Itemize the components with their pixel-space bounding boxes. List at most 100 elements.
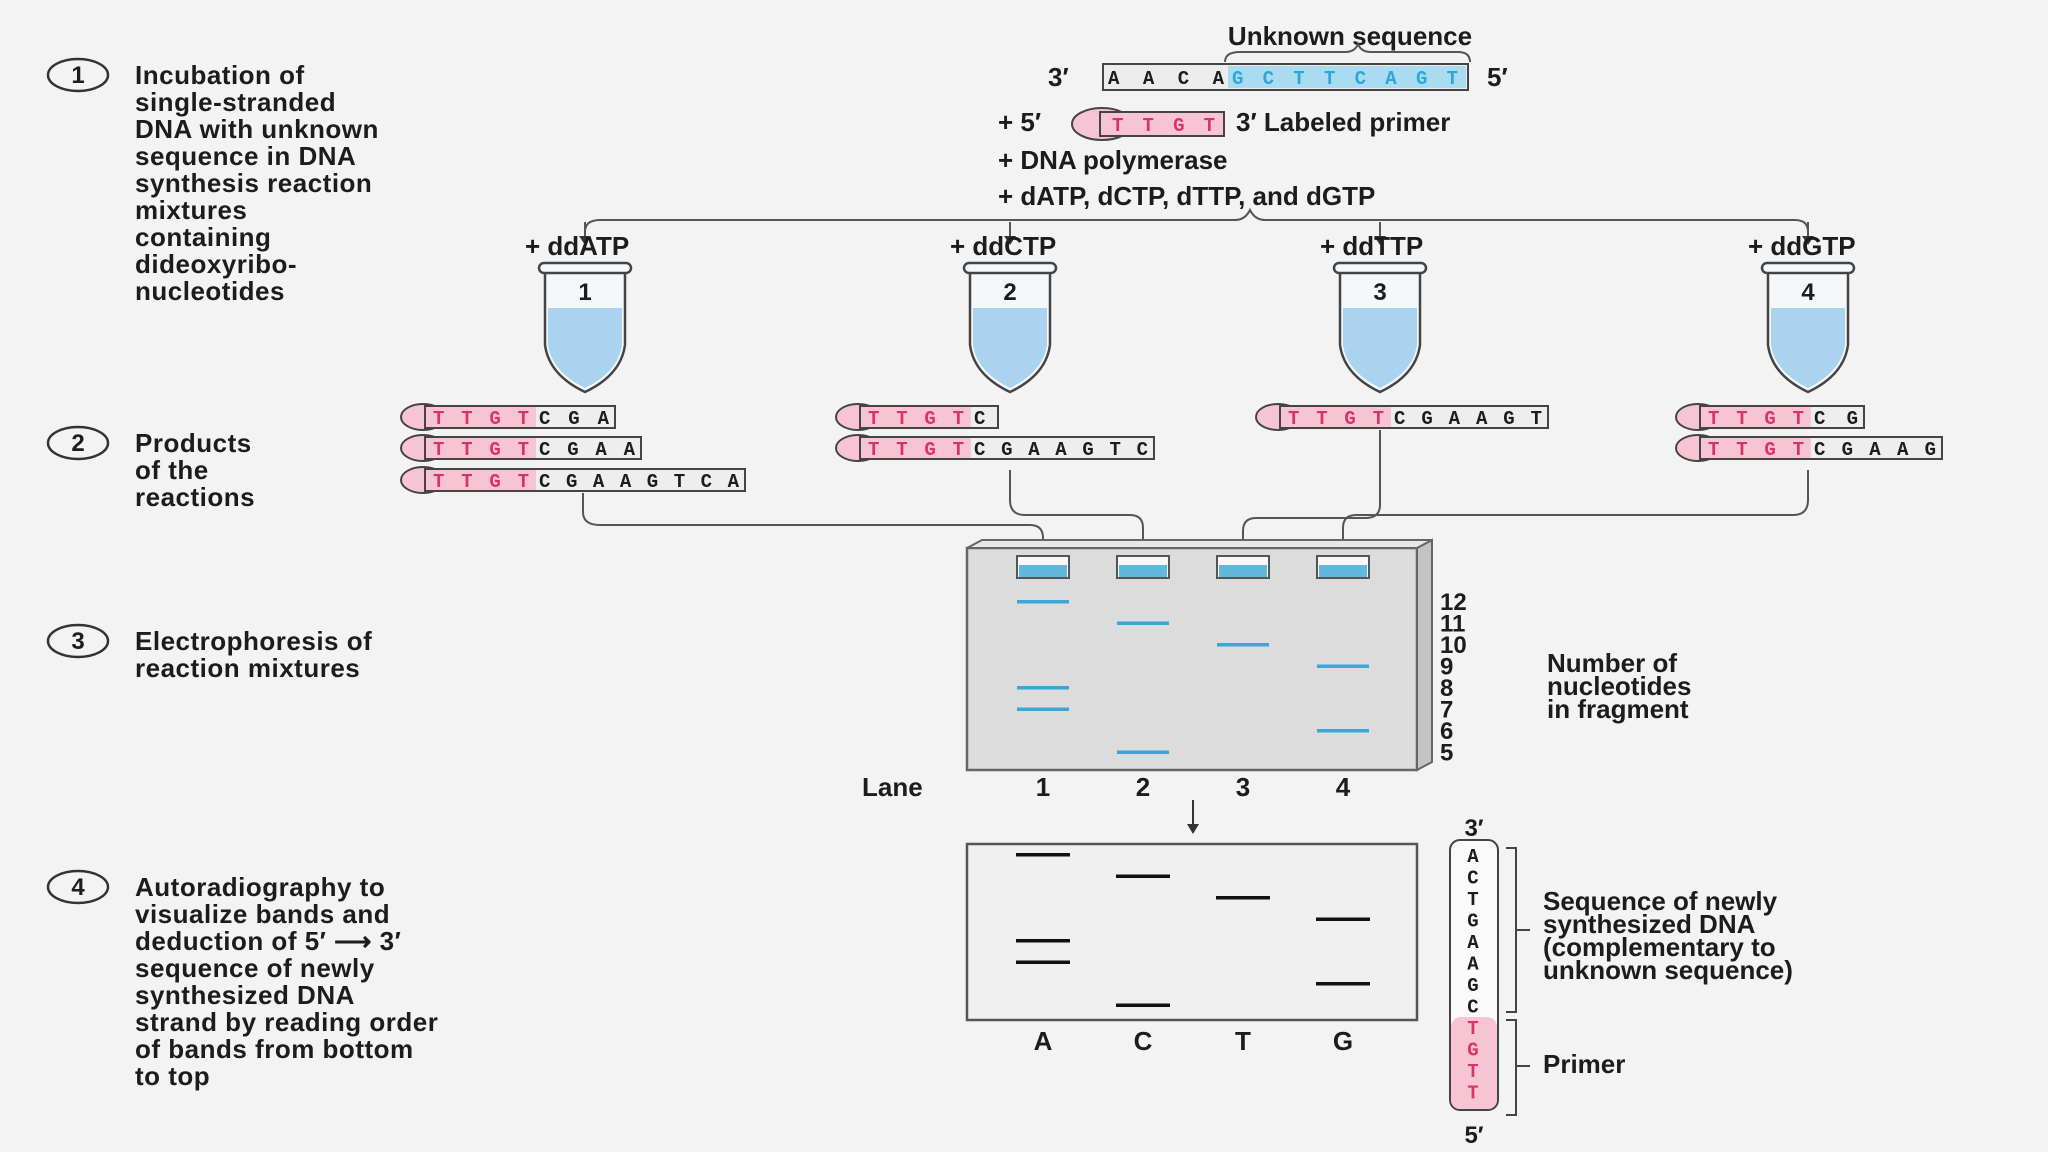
gel-band <box>1217 643 1269 647</box>
fragment-primer-region <box>426 407 536 427</box>
fragment-primer-region <box>1701 438 1811 458</box>
fragment-new-bases: CGA <box>539 408 611 430</box>
tube-liquid <box>973 308 1047 388</box>
arrowhead-icon <box>1004 236 1016 245</box>
autorad-band <box>1216 896 1270 900</box>
step-text-line: dideoxyribo- <box>135 249 297 279</box>
step-text-line: mixtures <box>135 195 247 225</box>
step-number: 3 <box>71 628 84 655</box>
gel-slab <box>965 546 1419 772</box>
tube-reagent-label: + ddTTP <box>1320 231 1423 261</box>
polymerase-label: + DNA polymerase <box>998 145 1228 175</box>
arrowhead-icon <box>1802 236 1814 245</box>
step-text-line: Electrophoresis of <box>135 626 372 656</box>
size-caption-line: nucleotides <box>1547 671 1691 701</box>
distribution-line <box>584 207 1809 233</box>
sequence-3-end: 3′ <box>1464 815 1483 842</box>
step-text-line: DNA with unknown <box>135 114 379 144</box>
size-caption-line: in fragment <box>1547 694 1689 724</box>
lane-number: 3 <box>1236 772 1250 802</box>
lane-connector-line <box>1342 470 1809 553</box>
step-text-line: of the <box>135 455 209 485</box>
gel-band <box>1317 729 1369 733</box>
step-text-line: sequence of newly <box>135 953 375 983</box>
fragment-primer-region <box>426 470 536 490</box>
tube-reagent-label: + ddGTP <box>1748 231 1856 261</box>
size-scale-number: 6 <box>1440 718 1453 745</box>
primer-prefix: + 5′ <box>998 107 1041 137</box>
lane-label: Lane <box>862 772 923 802</box>
gel-band <box>1017 707 1069 711</box>
arrowhead-icon <box>1374 236 1386 245</box>
lane-number: 1 <box>1036 772 1050 802</box>
new-strand-base: A <box>1467 932 1480 954</box>
step-text-line: nucleotides <box>135 276 285 306</box>
size-scale-number: 8 <box>1440 675 1453 702</box>
tube-number: 1 <box>578 279 591 306</box>
fragment-primer-region <box>1281 407 1391 427</box>
autorad-lane-letter: C <box>1134 1026 1153 1056</box>
primer-strand-base: T <box>1467 1061 1480 1083</box>
template-3-end: 3′ <box>1048 62 1069 92</box>
autorad-lane-letter: T <box>1235 1026 1251 1056</box>
autorad-band <box>1016 939 1070 943</box>
unknown-sequence-title: Unknown sequence <box>1228 21 1472 51</box>
step-number: 4 <box>71 874 85 901</box>
step-text-line: Products <box>135 428 252 458</box>
tube-reagent-label: + ddCTP <box>950 231 1056 261</box>
new-strand-caption-line: Sequence of newly <box>1543 886 1778 916</box>
step-text-line: to top <box>135 1061 210 1091</box>
step-text-line: synthesis reaction <box>135 168 372 198</box>
lane-number: 2 <box>1136 772 1150 802</box>
step-text-line: sequence in DNA <box>135 141 356 171</box>
gel-band <box>1117 621 1169 625</box>
new-strand-caption-line: (complementary to <box>1543 932 1776 962</box>
new-strand-bracket <box>1506 847 1530 1013</box>
step-text-line: containing <box>135 222 271 252</box>
lane-number: 4 <box>1336 772 1351 802</box>
size-caption-line: Number of <box>1547 648 1677 678</box>
fragment-primer-region <box>861 407 971 427</box>
autorad-lane-letter: A <box>1034 1026 1053 1056</box>
step-number: 2 <box>71 430 84 457</box>
dntps-label: + dATP, dCTP, dTTP, and dGTP <box>998 181 1375 211</box>
arrowhead-icon <box>579 236 591 245</box>
new-strand-caption-line: synthesized DNA <box>1543 909 1756 939</box>
new-strand-caption-line: unknown sequence) <box>1543 955 1793 985</box>
step-text-line: deduction of 5′ ⟶ 3′ <box>135 926 401 956</box>
well-sample <box>1119 565 1167 577</box>
autorad-band <box>1016 960 1070 964</box>
gel-band <box>1017 600 1069 604</box>
primer-strand-base: T <box>1467 1018 1480 1040</box>
lane-connector-line <box>1242 430 1381 553</box>
gel-side <box>1416 538 1433 772</box>
new-strand-base: G <box>1467 975 1480 997</box>
step-text-line: of bands from bottom <box>135 1034 414 1064</box>
well-sample <box>1319 565 1367 577</box>
primer-caption: 3′ Labeled primer <box>1236 107 1450 137</box>
tube-liquid <box>1771 308 1845 388</box>
gel-band <box>1317 664 1369 668</box>
tube-rim <box>1332 261 1428 275</box>
template-5-end: 5′ <box>1487 62 1508 92</box>
size-scale-number: 11 <box>1440 611 1465 638</box>
step-text-line: Incubation of <box>135 60 305 90</box>
gel-band <box>1017 686 1069 690</box>
primer-strand-base: T <box>1467 1083 1480 1105</box>
autorad-lane-letter: G <box>1333 1026 1353 1056</box>
autorad-band <box>1116 874 1170 878</box>
fragment-new-bases: CGAAG <box>1814 439 1938 461</box>
step-text-line: reactions <box>135 482 255 512</box>
size-scale-number: 7 <box>1440 697 1453 724</box>
size-scale-number: 5 <box>1440 740 1453 767</box>
